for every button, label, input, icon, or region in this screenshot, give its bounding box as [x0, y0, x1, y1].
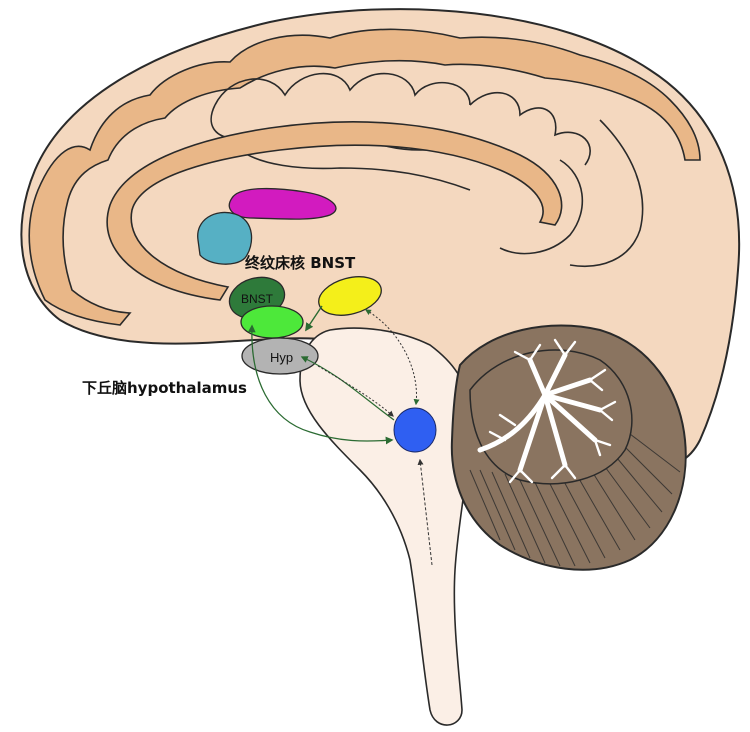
arrow-blue-to-hyp: [300, 356, 395, 421]
arrow-yellow-blue: [364, 309, 420, 406]
blue-region: [393, 407, 437, 453]
outer-gyri: [28, 28, 701, 326]
bnst-region-label: BNST: [241, 292, 274, 306]
cingulate-arch: [106, 121, 563, 301]
bnst-caption: 终纹床核 BNST: [245, 254, 356, 272]
brainstem: [299, 327, 471, 726]
hypothalamus-caption: 下丘脑hypothalamus: [82, 379, 247, 397]
green-region: [240, 305, 304, 339]
arrow-brainstem-to-blue: [417, 458, 433, 566]
yellow-region: [318, 276, 382, 316]
teal-region: [197, 211, 253, 265]
hyp-region-label: Hyp: [270, 350, 293, 365]
arrow-bnst-blue: [247, 324, 394, 445]
cerebellum: [450, 324, 687, 571]
connection-arrows: [247, 305, 433, 566]
